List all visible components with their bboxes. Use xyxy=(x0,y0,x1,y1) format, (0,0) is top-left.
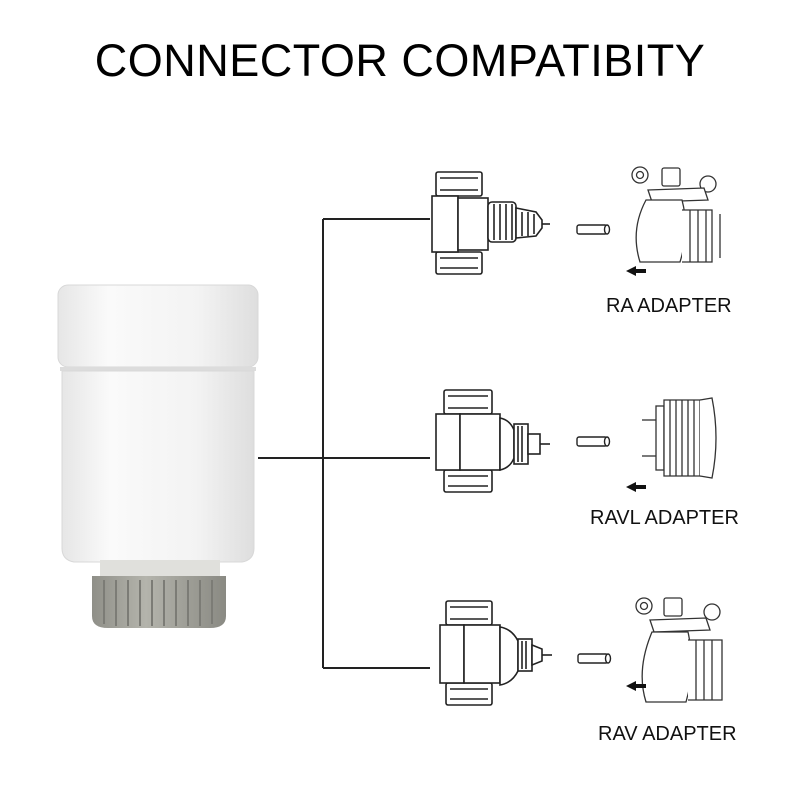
valve-icon xyxy=(435,389,550,493)
ra-adapter-icon xyxy=(631,166,721,263)
pin-icon xyxy=(576,224,611,235)
adapter-label-ravl: RAVL ADAPTER xyxy=(590,507,739,529)
adapter-label-ra: RA ADAPTER xyxy=(606,295,732,317)
valve-icon xyxy=(431,171,550,275)
arrow-left-icon xyxy=(626,266,646,276)
valve-icon xyxy=(439,600,552,706)
rav-adapter-icon xyxy=(635,597,723,703)
thermostat-device-icon xyxy=(57,284,259,628)
adapter-label-rav: RAV ADAPTER xyxy=(598,723,737,745)
pin-icon xyxy=(576,436,611,447)
arrow-left-icon xyxy=(626,482,646,492)
arrow-left-icon xyxy=(626,681,646,691)
connector-lines xyxy=(258,218,430,669)
ravl-adapter-icon xyxy=(642,397,717,479)
page-title: CONNECTOR COMPATIBITY xyxy=(94,35,706,86)
pin-icon xyxy=(577,653,612,664)
